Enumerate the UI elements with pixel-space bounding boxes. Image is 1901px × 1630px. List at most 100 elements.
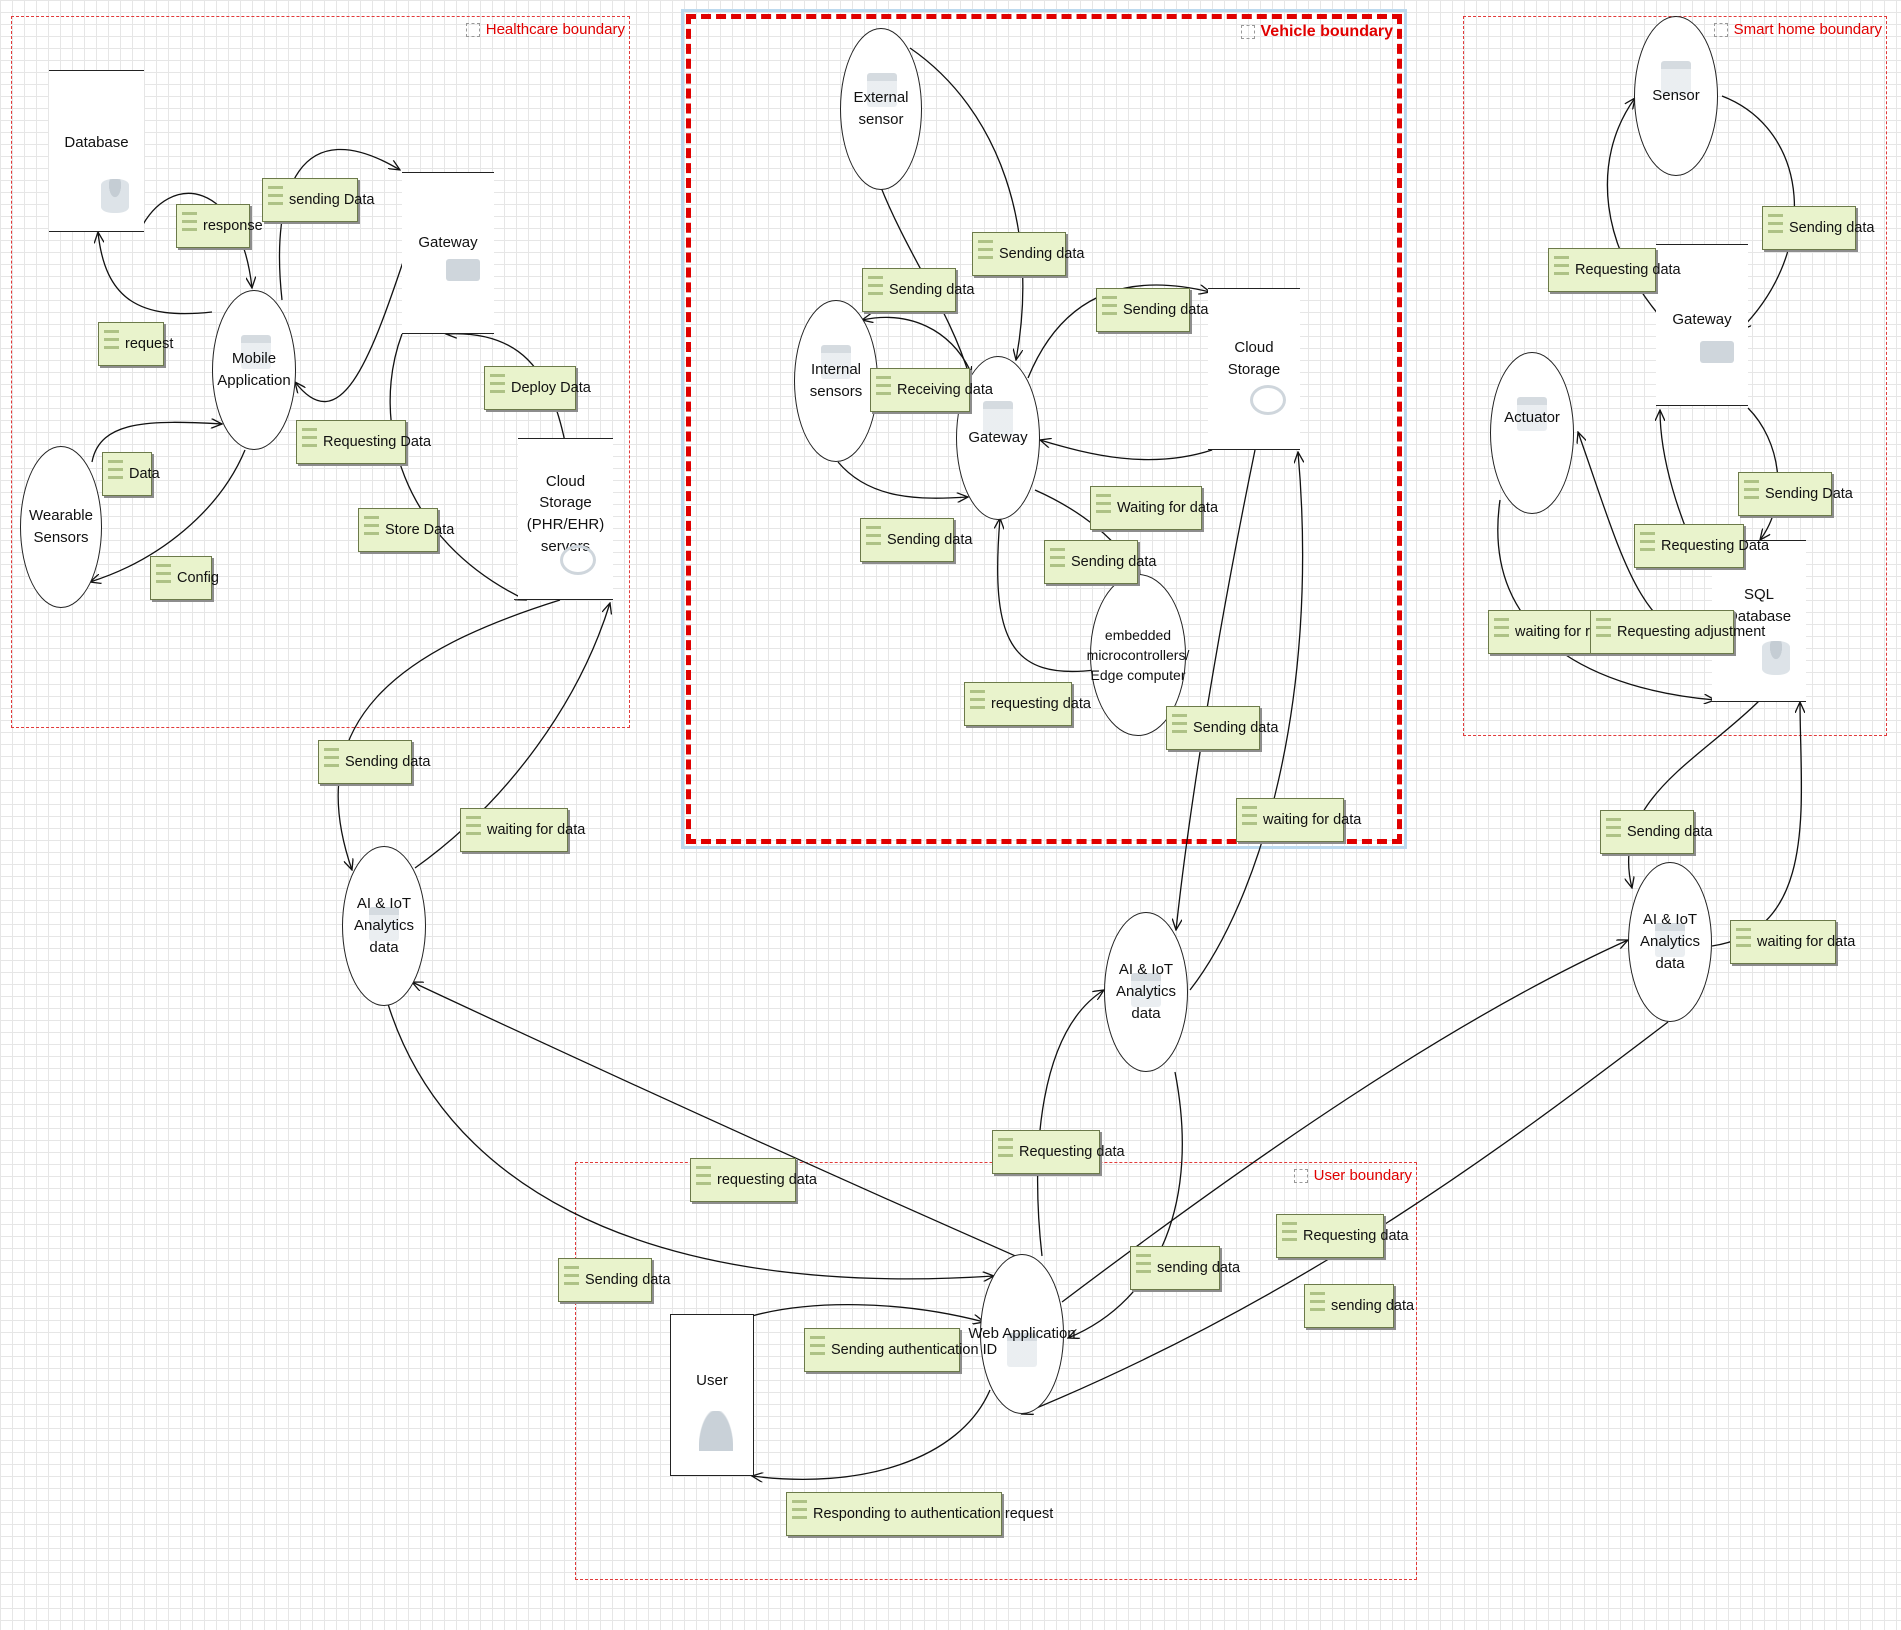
- healthcare-mobile-application[interactable]: Mobile Application: [212, 290, 296, 450]
- flow-v-waiting-2[interactable]: waiting for data: [1236, 798, 1361, 842]
- database-icon: [101, 179, 129, 213]
- edge-internal-to-gateway: [837, 461, 968, 498]
- flow-u-auth-response[interactable]: Responding to authentication request: [786, 1492, 1053, 1536]
- actuator[interactable]: Actuator: [1490, 352, 1574, 514]
- flow-u-sending-health[interactable]: Sending data: [558, 1258, 670, 1302]
- flow-sh-requesting[interactable]: Requesting data: [1548, 248, 1681, 292]
- database-icon: [1762, 641, 1790, 675]
- ai-iot-analytics-vehicle[interactable]: AI & IoT Analytics data: [1104, 912, 1188, 1072]
- node-label: Gateway: [418, 234, 478, 252]
- flow-u-sending-home[interactable]: sending data: [1304, 1284, 1414, 1328]
- smarthome-sensor[interactable]: Sensor: [1634, 16, 1718, 176]
- window-icon: [1007, 1333, 1037, 1367]
- flow-sh-sending-3[interactable]: Sending data: [1600, 810, 1712, 854]
- edge-web-to-ai2: [1036, 990, 1104, 1257]
- node-label: Gateway: [1672, 311, 1732, 329]
- flow-u-requesting-vehicle[interactable]: Requesting data: [992, 1130, 1125, 1174]
- healthcare-database[interactable]: Database: [49, 70, 144, 232]
- flow-v-sending-6[interactable]: Sending data: [1166, 706, 1278, 750]
- flow-sh-requesting-2[interactable]: Requesting Data: [1634, 524, 1769, 568]
- edge-web-to-ai3: [1061, 940, 1628, 1303]
- edge-db-to-app: [139, 192, 252, 288]
- flow-u-sending-vehicle[interactable]: sending data: [1130, 1246, 1240, 1290]
- edge-app-to-wearable: [90, 449, 246, 582]
- vehicle-cloud-storage[interactable]: Cloud Storage: [1208, 288, 1300, 450]
- vehicle-boundary[interactable]: Vehicle boundary: [681, 9, 1407, 849]
- user-boundary-title: User boundary: [1293, 1167, 1412, 1184]
- wearable-sensors[interactable]: Wearable Sensors: [20, 446, 102, 608]
- flow-sh-requesting-adjustment[interactable]: Requesting adjustment: [1590, 610, 1765, 654]
- ai-iot-analytics-smarthome[interactable]: AI & IoT Analytics data: [1628, 862, 1712, 1022]
- flow-v-sending-2[interactable]: Sending data: [862, 268, 974, 312]
- node-label: AI & IoT Analytics data: [353, 895, 415, 956]
- flow-v-sending-5[interactable]: Sending data: [1044, 540, 1156, 584]
- window-icon: [1655, 923, 1685, 957]
- flow-v-sending-4[interactable]: Sending data: [860, 518, 972, 562]
- edge-gateway-to-cloud: [389, 333, 526, 600]
- edge-sensor-to-gateway: [1721, 95, 1796, 330]
- healthcare-cloud-storage[interactable]: Cloud Storage (PHR/EHR) servers: [518, 438, 613, 600]
- node-label: Web Application: [968, 1325, 1076, 1343]
- healthcare-gateway[interactable]: Gateway: [402, 172, 494, 334]
- edge-vcloud-to-gateway: [1040, 440, 1213, 461]
- embedded-microcontrollers[interactable]: embedded microcontrollers/ Edge computer: [1087, 574, 1189, 736]
- edge-embedded-to-gateway: [998, 518, 1096, 672]
- smarthome-gateway[interactable]: Gateway: [1656, 244, 1748, 406]
- window-icon: [1661, 61, 1691, 95]
- node-label: Internal sensors: [809, 361, 863, 400]
- flow-requesting-data-hc[interactable]: Requesting Data: [296, 420, 431, 464]
- flow-u-auth-id[interactable]: Sending authentication ID: [804, 1328, 997, 1372]
- flow-data[interactable]: Data: [102, 452, 160, 496]
- node-label: Gateway: [968, 429, 1028, 447]
- edge-ai1-to-cloud: [414, 603, 610, 869]
- flow-sh-sending[interactable]: Sending data: [1762, 206, 1874, 250]
- flow-v-receiving[interactable]: Receiving data: [870, 368, 993, 412]
- flow-sending-data-hc[interactable]: sending Data: [262, 178, 374, 222]
- edge-ai3-to-web: [1022, 1021, 1669, 1414]
- user-entity[interactable]: User: [670, 1314, 754, 1476]
- cloud-icon: [560, 545, 596, 575]
- healthcare-boundary[interactable]: Healthcare boundary: [11, 16, 630, 728]
- flow-sh-sending-2[interactable]: Sending Data: [1738, 472, 1853, 516]
- vehicle-gateway[interactable]: Gateway: [956, 356, 1040, 520]
- flow-response[interactable]: response: [176, 204, 263, 248]
- flow-v-waiting[interactable]: Waiting for data: [1090, 486, 1218, 530]
- boundary-icon: [1713, 22, 1728, 37]
- web-application[interactable]: Web Application: [968, 1254, 1076, 1414]
- flow-config[interactable]: Config: [150, 556, 219, 600]
- edge-gateway-to-sql: [1747, 407, 1779, 540]
- flow-u-requesting-health[interactable]: requesting data: [690, 1158, 817, 1202]
- edge-ai2-to-web: [1068, 1071, 1183, 1338]
- flow-sending-data-ai1[interactable]: Sending data: [318, 740, 430, 784]
- edge-ext-to-gateway: [909, 47, 1024, 360]
- external-sensor[interactable]: External sensor: [840, 28, 922, 190]
- window-icon: [1131, 973, 1161, 1007]
- edge-gateway-to-app: [295, 261, 404, 403]
- flow-waiting-ai1[interactable]: waiting for data: [460, 808, 585, 852]
- window-icon: [1517, 397, 1547, 431]
- edge-gateway-to-internal: [862, 317, 971, 371]
- flow-v-sending-3[interactable]: Sending data: [1096, 288, 1208, 332]
- node-label: User: [696, 1371, 728, 1389]
- boundary-icon: [1240, 25, 1255, 39]
- edge-sql-to-ai3: [1629, 699, 1761, 888]
- node-label: Cloud Storage: [1227, 339, 1281, 378]
- internal-sensors[interactable]: Internal sensors: [794, 300, 878, 462]
- flow-deploy-data[interactable]: Deploy Data: [484, 366, 591, 410]
- node-label: Wearable Sensors: [29, 507, 93, 546]
- flow-store-data[interactable]: Store Data: [358, 508, 454, 552]
- flow-v-requesting[interactable]: requesting data: [964, 682, 1091, 726]
- boundary-icon: [1293, 1168, 1308, 1183]
- flow-v-sending-1[interactable]: Sending data: [972, 232, 1084, 276]
- flow-request[interactable]: request: [98, 322, 173, 366]
- edge-wearable-to-app: [91, 422, 222, 463]
- flow-sh-waiting[interactable]: waiting for data: [1730, 920, 1855, 964]
- node-label: AI & IoT Analytics data: [1115, 961, 1177, 1022]
- node-label: Mobile Application: [217, 350, 291, 389]
- node-label: embedded microcontrollers/ Edge computer: [1086, 626, 1190, 684]
- cloud-icon: [1250, 385, 1286, 415]
- edge-app-to-gateway: [278, 148, 400, 301]
- ai-iot-analytics-healthcare[interactable]: AI & IoT Analytics data: [342, 846, 426, 1006]
- flow-u-requesting-home[interactable]: Requesting data: [1276, 1214, 1409, 1258]
- node-label: Database: [64, 134, 129, 152]
